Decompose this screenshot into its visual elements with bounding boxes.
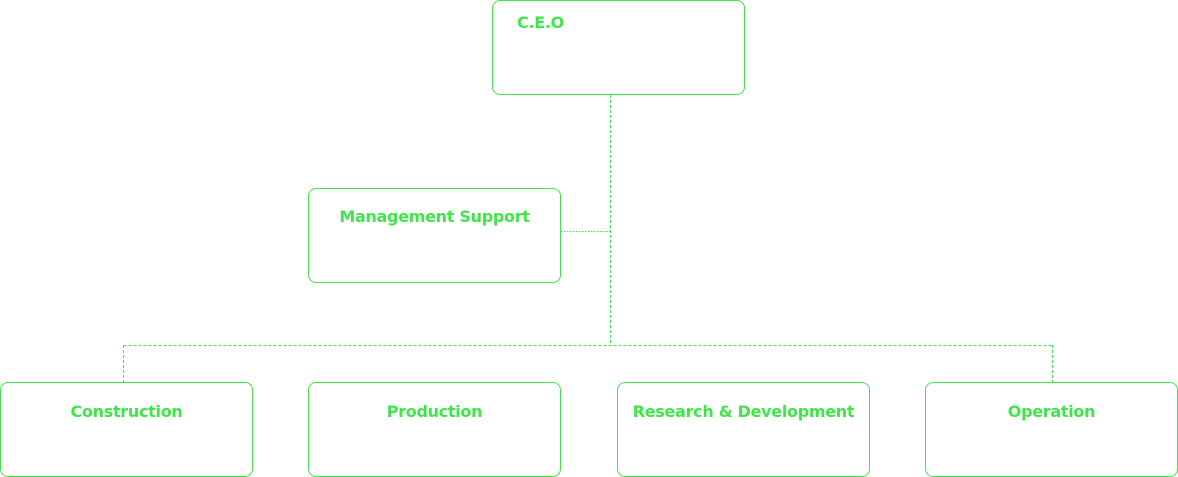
- research-development-node-label: Research & Development: [632, 402, 855, 421]
- construction-node[interactable]: Construction: [0, 382, 253, 477]
- production-node-label: Production: [386, 402, 483, 421]
- management-support-node[interactable]: Management Support: [308, 188, 561, 283]
- construction-node-label: Construction: [70, 402, 183, 421]
- operation-node[interactable]: Operation: [925, 382, 1178, 477]
- management-support-node-label: Management Support: [339, 207, 530, 226]
- ceo-node[interactable]: C.E.O: [492, 0, 745, 95]
- research-development-node[interactable]: Research & Development: [617, 382, 870, 477]
- operation-node-label: Operation: [1007, 402, 1096, 421]
- production-node[interactable]: Production: [308, 382, 561, 477]
- ceo-node-label: C.E.O: [517, 13, 564, 32]
